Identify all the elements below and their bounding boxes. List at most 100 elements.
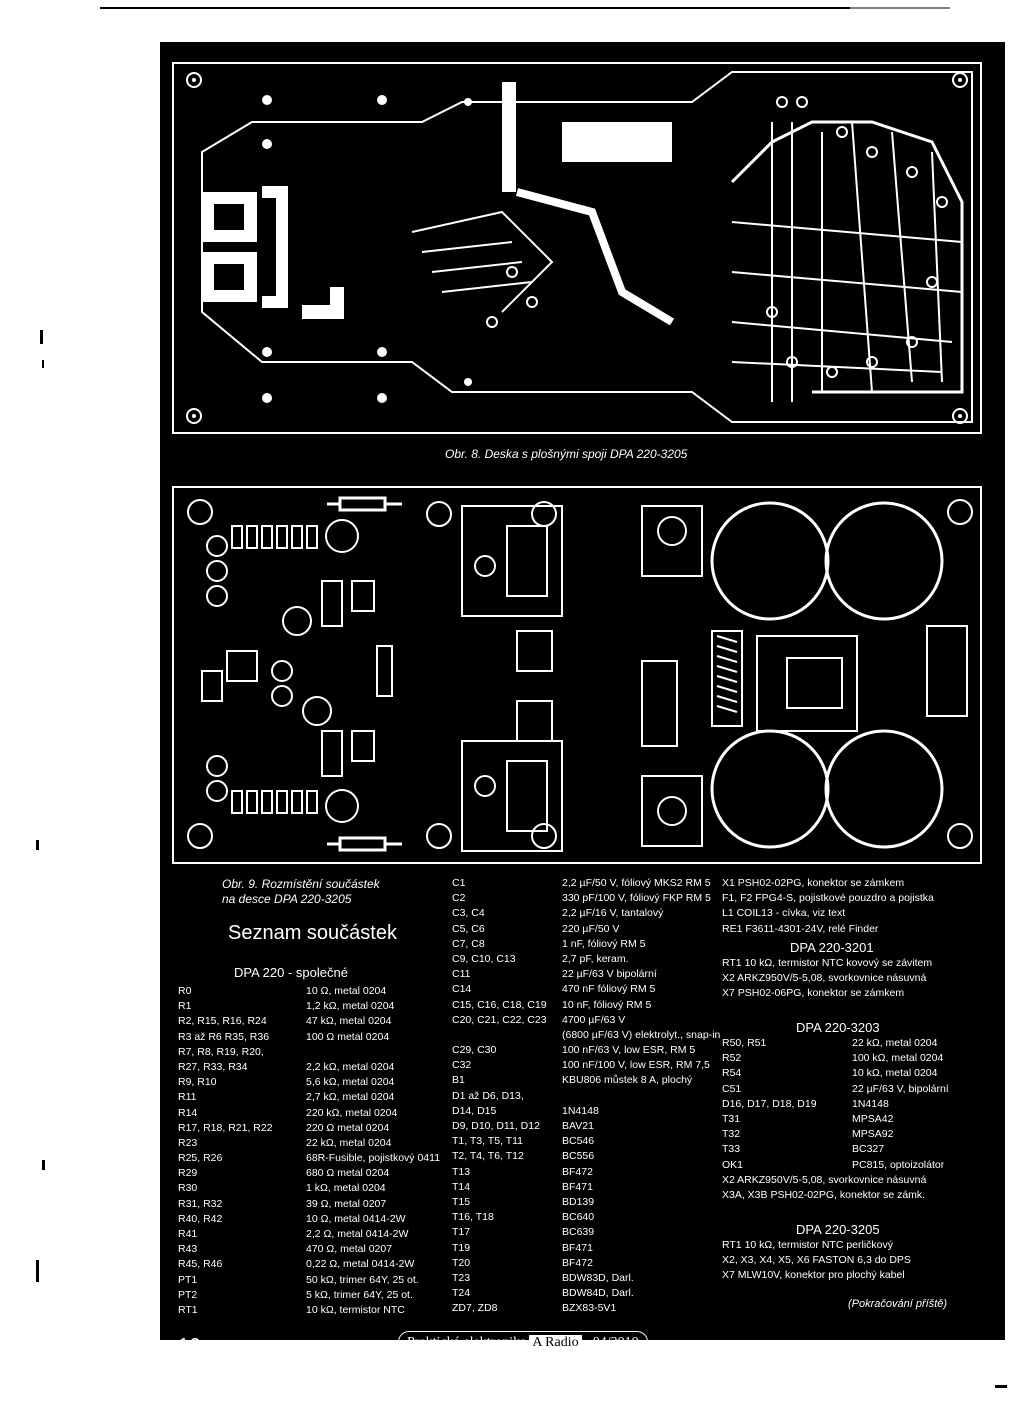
right-parts-top: X1 PSH02-02PG, konektor se zámkem F1, F2… — [722, 876, 1002, 937]
table-row: R50, R51 22 kΩ, metal 0204 — [722, 1036, 1002, 1051]
parts-list-heading: Seznam součástek — [228, 922, 397, 944]
page-panel — [160, 42, 1005, 1340]
part-designator: T33 — [722, 1143, 741, 1156]
part-value: 68R-Fusible, pojistkový 0411 — [306, 1152, 441, 1165]
part-designator: C5, C6 — [452, 922, 485, 935]
part-value: BC546 — [562, 1135, 595, 1148]
section-title-3203: DPA 220-3203 — [796, 1020, 880, 1035]
part-value: 22 kΩ, metal 0204 — [852, 1037, 938, 1049]
table-row: R40, R42 10 Ω, metal 0414-2W — [178, 1212, 443, 1227]
figure-8-caption: Obr. 8. Deska s plošnými spoji DPA 220-3… — [445, 447, 687, 461]
part-value: 220 µF/50 V — [562, 922, 620, 935]
part-designator: C7, C8 — [452, 937, 485, 950]
part-value: 10 nF, fóliový RM 5 — [562, 998, 652, 1011]
part-value: BC327 — [852, 1143, 885, 1156]
part-value: (6800 µF/63 V) elektrolyt., snap-in — [562, 1028, 721, 1041]
part-value: 2,2 Ω, metal 0414-2W — [306, 1228, 409, 1240]
part-value: 100 nF/63 V, low ESR, RM 5 — [562, 1044, 696, 1057]
part-value: 100 nF/100 V, low ESR, RM 7,5 — [562, 1059, 710, 1072]
part-designator: T19 — [452, 1241, 471, 1254]
part-value: 10 Ω, metal 0414-2W — [306, 1212, 406, 1225]
part-value: 330 pF/100 V, fóliový FKP RM 5 — [562, 892, 711, 905]
part-designator: R23 — [178, 1136, 198, 1149]
part-designator: R50, R51 — [722, 1037, 767, 1049]
part-designator: R52 — [722, 1052, 742, 1065]
part-value: 680 Ω metal 0204 — [306, 1167, 390, 1180]
part-value: 4700 µF/63 V — [562, 1013, 626, 1026]
part-value: 39 Ω, metal 0207 — [306, 1197, 387, 1210]
list-item: X1 PSH02-02PG, konektor se zámkem — [722, 877, 905, 889]
part-designator: R9, R10 — [178, 1076, 217, 1089]
part-designator: R43 — [178, 1243, 198, 1256]
table-row: R3 až R6 R35, R36 100 Ω metal 0204 — [178, 1030, 443, 1045]
part-designator: R11 — [178, 1091, 197, 1104]
list-item: RT1 10 kΩ, termistor NTC kovový se závit… — [722, 957, 933, 969]
part-value: 47 kΩ, metal 0204 — [306, 1015, 392, 1028]
part-designator: C9, C10, C13 — [452, 952, 516, 965]
part-designator: C1 — [452, 877, 466, 889]
part-value: 100 Ω metal 0204 — [306, 1030, 390, 1043]
part-value: PC815, optoizolátor — [852, 1158, 945, 1171]
list-item: X7 MLW10V, konektor pro plochý kabel — [722, 1269, 905, 1282]
list-item: X3A, X3B PSH02-02PG, konektor se zámk. — [722, 1189, 926, 1202]
part-designator: R40, R42 — [178, 1212, 223, 1225]
part-value: 2,7 kΩ, metal 0204 — [306, 1091, 395, 1104]
part-value: 470 nF fóliový RM 5 — [562, 983, 656, 996]
part-designator: C32 — [452, 1059, 472, 1072]
figure-9-line2: na desce DPA 220-3205 — [222, 892, 352, 906]
part-designator: T13 — [452, 1165, 471, 1178]
part-designator: D16, D17, D18, D19 — [722, 1097, 817, 1110]
part-designator: T15 — [452, 1195, 471, 1208]
section-title-3201: DPA 220-3201 — [790, 940, 874, 955]
part-value: BF472 — [562, 1256, 593, 1269]
part-value: 5 kΩ, trimer 64Y, 25 ot. — [306, 1288, 413, 1301]
figure-9-label: Obr. 9. — [222, 877, 259, 891]
table-row: C9, C10, C13 2,7 pF, keram. — [452, 952, 712, 967]
part-value: 100 kΩ, metal 0204 — [852, 1052, 944, 1065]
list-item: X7 PSH02-06PG, konektor se zámkem — [722, 987, 905, 1000]
part-value: 2,7 pF, keram. — [562, 952, 629, 965]
part-value: BDW84D, Darl. — [562, 1287, 634, 1300]
part-designator: R7, R8, R19, R20, — [178, 1045, 264, 1058]
figure-9-caption: Obr. 9. Rozmístění součástek na desce DP… — [222, 877, 380, 907]
part-designator: T24 — [452, 1287, 471, 1300]
part-designator: R14 — [178, 1106, 198, 1119]
table-row: R52 100 kΩ, metal 0204 — [722, 1051, 1002, 1066]
part-value: MPSA42 — [852, 1112, 894, 1125]
part-designator: T32 — [722, 1128, 741, 1141]
part-value: 1 kΩ, metal 0204 — [306, 1182, 386, 1195]
parts-3205: RT1 10 kΩ, termistor NTC perličkový X2, … — [722, 1238, 1002, 1284]
part-designator: R54 — [722, 1067, 742, 1080]
part-designator: C15, C16, C18, C19 — [452, 998, 547, 1011]
part-value: 50 kΩ, trimer 64Y, 25 ot. — [306, 1273, 419, 1286]
part-designator: T14 — [452, 1180, 471, 1193]
part-value: 2,2 µF/16 V, tantalový — [562, 907, 664, 920]
part-value: BC556 — [562, 1150, 595, 1163]
part-designator: T17 — [452, 1226, 471, 1239]
table-row: R7, R8, R19, R20, — [178, 1045, 443, 1060]
part-value: 10 kΩ, termistor NTC — [306, 1303, 405, 1316]
table-row: C5, C6 220 µF/50 V — [452, 922, 712, 937]
part-designator: R3 až R6 R35, R36 — [178, 1030, 270, 1043]
